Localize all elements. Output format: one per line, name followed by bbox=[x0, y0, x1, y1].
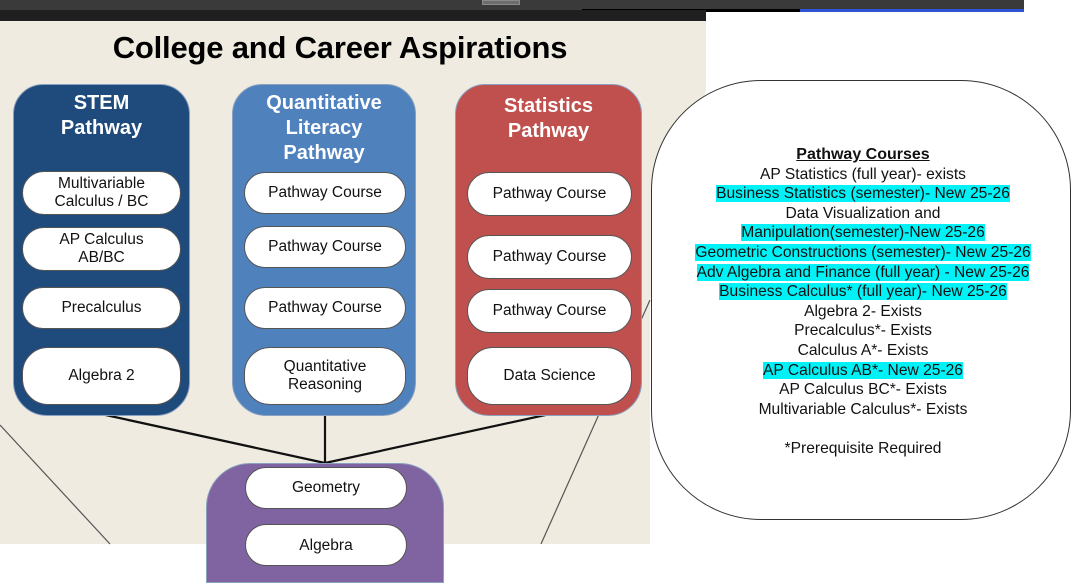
course-label: Multivariable bbox=[57, 175, 145, 192]
course-label: Pathway Course bbox=[492, 302, 607, 319]
course-list-item: AP Statistics (full year)- exists bbox=[676, 165, 1050, 185]
course-label: Pathway Course bbox=[492, 185, 607, 202]
course-list-text: Business Statistics (semester)- New 25-2… bbox=[716, 185, 1010, 203]
foundation-course-algebra: Algebra bbox=[245, 524, 407, 566]
course-list-text: AP Calculus BC*- Exists bbox=[779, 381, 947, 399]
quantitative-title-line: Pathway bbox=[283, 142, 365, 164]
course-label: Pathway Course bbox=[268, 299, 382, 316]
course-label: Pathway Course bbox=[268, 184, 382, 201]
statistics-title-line: Pathway bbox=[507, 120, 590, 142]
course-label: Calculus / BC bbox=[54, 193, 149, 210]
statistics-course-1: Pathway Course bbox=[467, 172, 632, 216]
quantitative-course-2: Pathway Course bbox=[244, 226, 406, 268]
panel-edge-left bbox=[0, 424, 111, 545]
course-list-text: AP Calculus AB*- New 25-26 bbox=[763, 361, 963, 379]
course-list-text: Data Visualization and bbox=[785, 204, 941, 222]
statistics-pathway-column: Statistics Pathway Pathway Course Pathwa… bbox=[455, 84, 642, 416]
course-list-item: Business Statistics (semester)- New 25-2… bbox=[676, 184, 1050, 204]
course-list-item: Adv Algebra and Finance (full year) - Ne… bbox=[676, 263, 1050, 283]
connector-stem bbox=[100, 412, 326, 465]
slide-top-edge bbox=[0, 10, 706, 21]
course-label: Reasoning bbox=[287, 376, 363, 393]
pathway-courses-list: Pathway Courses AP Statistics (full year… bbox=[676, 145, 1050, 459]
connector-statistics bbox=[324, 412, 551, 465]
course-list-item: AP Calculus BC*- Exists bbox=[676, 380, 1050, 400]
quantitative-course-1: Pathway Course bbox=[244, 172, 406, 214]
stem-course-algebra2: Algebra 2 bbox=[22, 347, 181, 405]
course-list-item: Geometric Constructions (semester)- New … bbox=[676, 243, 1050, 263]
pathway-courses-heading: Pathway Courses bbox=[796, 146, 930, 163]
course-list-item: AP Calculus AB*- New 25-26 bbox=[676, 361, 1050, 381]
course-label: AB/BC bbox=[78, 249, 125, 266]
course-list-item: Business Calculus* (full year)- New 25-2… bbox=[676, 282, 1050, 302]
pathway-courses-panel bbox=[651, 80, 1071, 520]
statistics-pathway-title: Statistics Pathway bbox=[456, 94, 641, 144]
quantitative-title-line: Literacy bbox=[285, 117, 363, 139]
course-list-text: Multivariable Calculus*- Exists bbox=[758, 400, 968, 418]
course-list-text: Algebra 2- Exists bbox=[804, 302, 922, 320]
quantitative-pathway-title: Quantitative Literacy Pathway bbox=[233, 91, 415, 166]
course-list-item: Data Visualization and bbox=[676, 204, 1050, 224]
course-label: Quantitative bbox=[283, 358, 367, 375]
toolbar-button[interactable] bbox=[482, 0, 520, 5]
page-title: College and Career Aspirations bbox=[112, 30, 568, 65]
course-list-text: Adv Algebra and Finance (full year) - Ne… bbox=[696, 263, 1030, 281]
course-label: Geometry bbox=[291, 479, 361, 496]
statistics-title-line: Statistics bbox=[504, 95, 593, 117]
course-label: Pathway Course bbox=[268, 238, 382, 255]
course-list-text: Precalculus*- Exists bbox=[794, 322, 932, 340]
quantitative-course-3: Pathway Course bbox=[244, 287, 406, 329]
prerequisite-footnote: *Prerequisite Required bbox=[784, 439, 942, 457]
course-list-text: Calculus A*- Exists bbox=[797, 341, 929, 359]
course-label: Pathway Course bbox=[492, 248, 607, 265]
course-label: Data Science bbox=[503, 367, 596, 384]
course-list-item: Calculus A*- Exists bbox=[676, 341, 1050, 361]
quantitative-pathway-column: Quantitative Literacy Pathway Pathway Co… bbox=[232, 84, 416, 416]
selection-indicator bbox=[800, 9, 1024, 12]
course-list-item: Multivariable Calculus*- Exists bbox=[676, 400, 1050, 420]
statistics-course-2: Pathway Course bbox=[467, 235, 632, 279]
spacer bbox=[676, 419, 1050, 439]
stem-course-precalculus: Precalculus bbox=[22, 287, 181, 329]
stem-title-line: STEM bbox=[73, 92, 130, 114]
course-list-text: Geometric Constructions (semester)- New … bbox=[695, 243, 1031, 261]
course-label: AP Calculus bbox=[59, 231, 144, 248]
foundation-column: Geometry Algebra bbox=[206, 463, 444, 583]
statistics-course-data-science: Data Science bbox=[467, 347, 632, 405]
course-list-text: Manipulation(semester)-New 25-26 bbox=[741, 224, 985, 242]
course-label: Algebra bbox=[299, 537, 353, 554]
course-label: Precalculus bbox=[61, 299, 142, 316]
course-list-text: AP Statistics (full year)- exists bbox=[760, 165, 966, 183]
course-list-item: Precalculus*- Exists bbox=[676, 321, 1050, 341]
course-list-item: Algebra 2- Exists bbox=[676, 302, 1050, 322]
foundation-course-geometry: Geometry bbox=[245, 467, 407, 509]
course-label: Algebra 2 bbox=[68, 367, 135, 384]
course-list-item: Manipulation(semester)-New 25-26 bbox=[676, 223, 1050, 243]
stem-pathway-title: STEM Pathway bbox=[14, 91, 189, 141]
statistics-course-3: Pathway Course bbox=[467, 289, 632, 333]
quantitative-title-line: Quantitative bbox=[266, 92, 382, 114]
window-top-bar bbox=[0, 0, 1024, 12]
course-list-text: Business Calculus* (full year)- New 25-2… bbox=[719, 283, 1007, 301]
stem-title-line: Pathway bbox=[60, 117, 143, 139]
